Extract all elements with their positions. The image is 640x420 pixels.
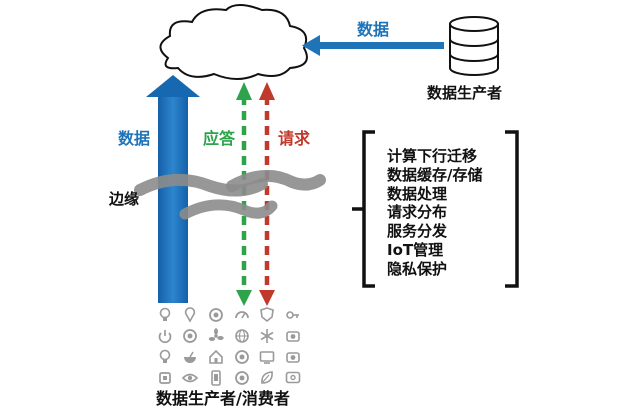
request-arrow bbox=[259, 82, 275, 306]
ring-icon bbox=[234, 370, 249, 385]
ring-icon bbox=[183, 328, 198, 343]
edge-label: 边缘 bbox=[109, 190, 140, 208]
dish-icon bbox=[184, 351, 197, 363]
key-icon bbox=[286, 310, 300, 319]
cam-icon bbox=[286, 351, 300, 363]
function-item: 计算下行迁移 bbox=[387, 147, 478, 165]
upload-arrow bbox=[146, 75, 200, 303]
leaf-icon bbox=[261, 370, 274, 384]
ring-icon bbox=[209, 307, 224, 322]
globe-icon bbox=[235, 328, 249, 343]
gauge-icon bbox=[234, 310, 249, 318]
function-item: 服务分发 bbox=[387, 222, 448, 241]
function-item: 数据缓存/存储 bbox=[387, 165, 483, 184]
snowflake-icon bbox=[261, 328, 274, 343]
eye-icon bbox=[182, 373, 199, 382]
function-item: 隐私保护 bbox=[387, 259, 448, 278]
pin-icon bbox=[185, 306, 196, 323]
request-label: 请求 bbox=[278, 129, 311, 148]
bulb-icon bbox=[159, 349, 171, 363]
home-icon bbox=[209, 349, 223, 364]
function-item: IoT管理 bbox=[387, 240, 444, 259]
shield-icon bbox=[260, 306, 275, 322]
phone-icon bbox=[211, 369, 221, 386]
monitor-icon bbox=[285, 371, 301, 383]
function-bracket bbox=[352, 130, 519, 288]
data-flow-arrow bbox=[302, 35, 444, 56]
response-arrow bbox=[236, 82, 252, 306]
ring-icon bbox=[234, 349, 249, 364]
edge-function-list: 计算下行迁移 数据缓存/存储 数据处理 请求分布 服务分发 IoT管理 隐私保护 bbox=[387, 147, 482, 279]
database-icon bbox=[449, 16, 499, 76]
edge-band bbox=[134, 169, 326, 220]
power-icon bbox=[158, 329, 172, 343]
data-label-side: 数据 bbox=[118, 129, 151, 148]
tv-icon bbox=[260, 350, 275, 364]
cloud-icon bbox=[159, 4, 308, 80]
function-item: 请求分布 bbox=[387, 203, 448, 222]
response-label: 应答 bbox=[203, 129, 236, 148]
device-icon-grid bbox=[152, 304, 306, 388]
cam-icon bbox=[286, 330, 300, 342]
data-label-top: 数据 bbox=[357, 20, 390, 39]
square-icon bbox=[158, 371, 171, 384]
fan-icon bbox=[208, 327, 224, 341]
producer-consumer-label: 数据生产者/消费者 bbox=[156, 389, 290, 408]
function-item: 数据处理 bbox=[387, 184, 448, 203]
data-producer-label: 数据生产者 bbox=[427, 84, 503, 102]
bulb-icon bbox=[159, 307, 171, 321]
